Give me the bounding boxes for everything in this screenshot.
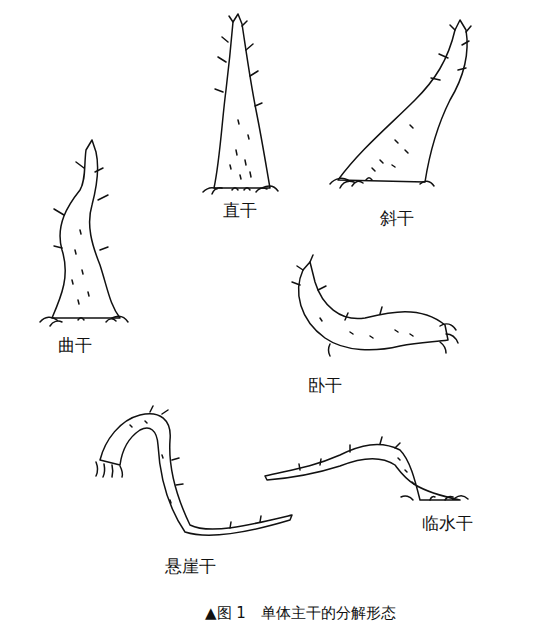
trunk-label: 临水干 bbox=[422, 513, 473, 533]
trunk-label: 曲干 bbox=[58, 335, 92, 355]
over-water-trunk bbox=[265, 437, 468, 500]
figure-caption: ▲图 1 单体主干的分解形态 bbox=[205, 604, 396, 622]
trunk-label: 斜干 bbox=[380, 208, 414, 228]
cascade-trunk bbox=[96, 406, 292, 535]
lying-trunk bbox=[292, 255, 458, 356]
trunk-label: 卧干 bbox=[308, 375, 342, 395]
trunk-label: 直干 bbox=[223, 200, 257, 220]
slanted-trunk bbox=[330, 20, 471, 188]
trunk-label: 悬崖干 bbox=[165, 556, 216, 576]
curved-trunk bbox=[40, 140, 128, 326]
straight-trunk bbox=[203, 14, 278, 194]
